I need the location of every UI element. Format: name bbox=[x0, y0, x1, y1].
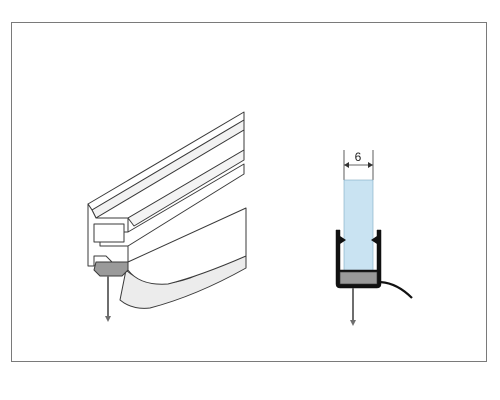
seal-cross-section: 6 bbox=[335, 150, 413, 326]
base-block bbox=[339, 271, 378, 285]
cross-section-pin-tip bbox=[350, 320, 356, 326]
seal-profile-3d bbox=[87, 111, 247, 322]
diagram-frame bbox=[11, 22, 487, 362]
trailing-fin bbox=[377, 280, 413, 299]
dimension-arrow-left bbox=[344, 162, 349, 168]
gripper-block bbox=[93, 261, 129, 277]
inner-channel bbox=[93, 223, 125, 243]
body-lower-edge bbox=[127, 163, 245, 247]
dimension-arrow-right bbox=[368, 162, 373, 168]
dimension-label: 6 bbox=[355, 150, 362, 164]
seal-lip-left bbox=[340, 236, 346, 244]
seal-lip-right bbox=[371, 236, 377, 244]
channel-middle-ledge bbox=[127, 149, 245, 227]
glass-pane bbox=[343, 179, 374, 275]
mounting-pin-tip bbox=[105, 316, 111, 322]
profile-end-face bbox=[87, 203, 129, 267]
fin-top-surface bbox=[127, 207, 247, 285]
